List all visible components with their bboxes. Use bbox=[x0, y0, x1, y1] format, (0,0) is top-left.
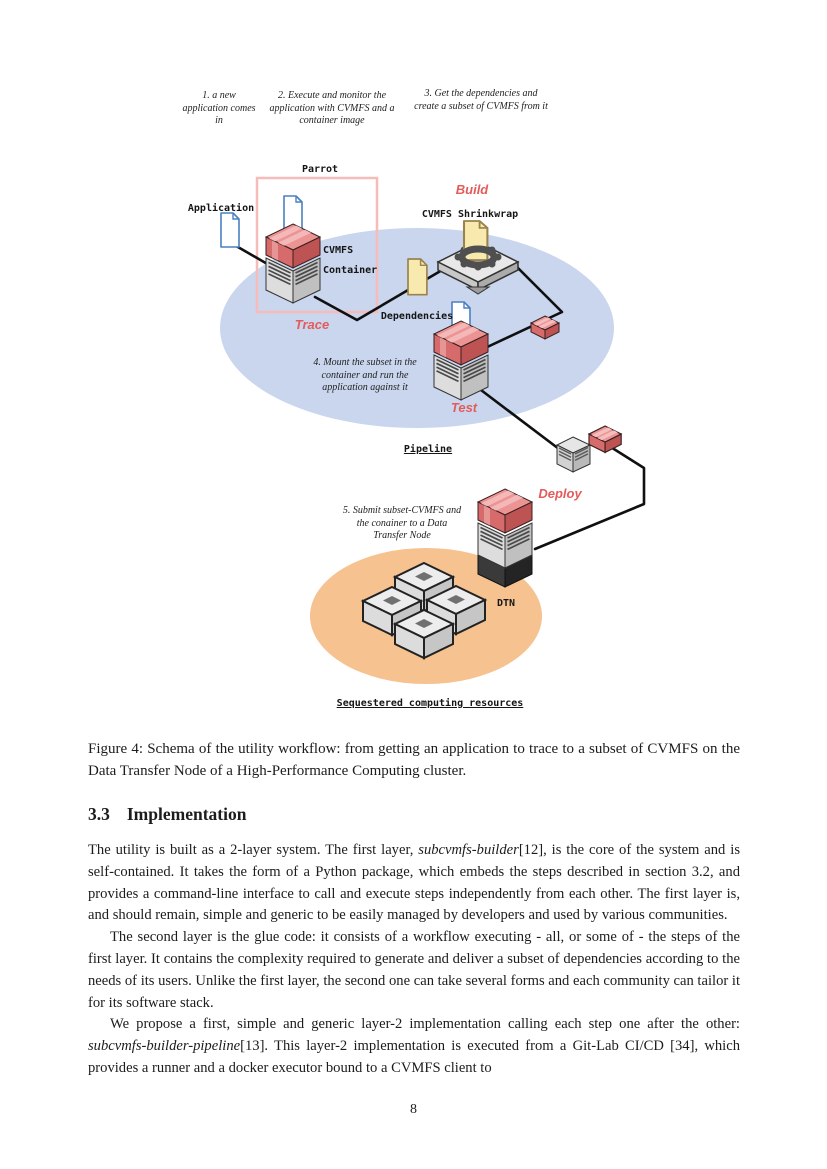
paragraph: The second layer is the glue code: it co… bbox=[88, 927, 740, 1014]
label-cvmfs: CVMFS bbox=[323, 245, 354, 256]
page-number: 8 bbox=[410, 1102, 417, 1117]
annotation-step-5: 5. Submit subset-CVMFS and the conainer … bbox=[342, 505, 462, 541]
deploy-package-icon bbox=[588, 425, 622, 454]
parrot-boundary-box bbox=[255, 176, 379, 314]
label-dtn: DTN bbox=[496, 598, 516, 609]
stage-label-trace: Trace bbox=[294, 317, 330, 332]
section-heading: 3.3 Implementation bbox=[88, 804, 246, 825]
label-pipeline: Pipeline bbox=[403, 444, 453, 455]
text-segment: We propose a first, simple and generic l… bbox=[110, 1016, 740, 1033]
workflow-schema-svg bbox=[220, 176, 646, 684]
text-segment: The utility is built as a 2-layer system… bbox=[88, 842, 419, 858]
paragraph: The utility is built as a 2-layer system… bbox=[88, 840, 740, 927]
text-segment: subcvmfs-builder-pipeline bbox=[88, 1038, 241, 1055]
annotation-step-3: 3. Get the dependencies and create a sub… bbox=[414, 88, 548, 112]
section-title: Implementation bbox=[126, 804, 247, 824]
stage-label-deploy: Deploy bbox=[538, 486, 582, 501]
stage-label-test: Test bbox=[450, 400, 478, 415]
label-parrot: Parrot bbox=[301, 164, 339, 175]
text-segment: The second layer is the glue code: it co… bbox=[88, 929, 740, 1011]
body-text: The utility is built as a 2-layer system… bbox=[88, 840, 740, 1080]
stage-label-build: Build bbox=[455, 182, 489, 197]
label-dependencies: Dependencies bbox=[380, 311, 454, 322]
label-application: Application bbox=[187, 203, 255, 214]
text-segment: [12], is the core of the system and is s… bbox=[88, 842, 740, 924]
annotation-step-4: 4. Mount the subset in the container and… bbox=[313, 357, 417, 393]
figure-4-diagram: 1. a new application comes in 2. Execute… bbox=[182, 88, 646, 709]
deploy-server-icon bbox=[556, 436, 591, 473]
section-number: 3.3 bbox=[88, 804, 110, 824]
label-sequestered-resources: Sequestered computing resources bbox=[336, 698, 524, 709]
paragraph: We propose a first, simple and generic l… bbox=[88, 1014, 740, 1079]
text-segment: [13]. This layer-2 implementation is exe… bbox=[88, 1038, 740, 1076]
connector-test-to-deploy bbox=[475, 385, 561, 451]
test-appliance-icon bbox=[434, 321, 488, 400]
dependencies-document-icon bbox=[407, 258, 428, 296]
label-container: Container bbox=[323, 265, 378, 276]
annotation-step-1: 1. a new application comes in bbox=[182, 90, 256, 126]
cvmfs-container-appliance-icon bbox=[266, 224, 320, 303]
label-cvmfs-shrinkwrap: CVMFS Shrinkwrap bbox=[421, 209, 519, 220]
application-document-icon bbox=[220, 212, 240, 248]
figure-caption: Figure 4: Schema of the utility workflow… bbox=[88, 741, 740, 779]
text-segment: subcvmfs-builder bbox=[418, 842, 519, 858]
annotation-step-2: 2. Execute and monitor the application w… bbox=[269, 90, 395, 126]
connector-build-to-test bbox=[466, 256, 564, 358]
connector-deploy-to-dtn bbox=[533, 437, 646, 551]
